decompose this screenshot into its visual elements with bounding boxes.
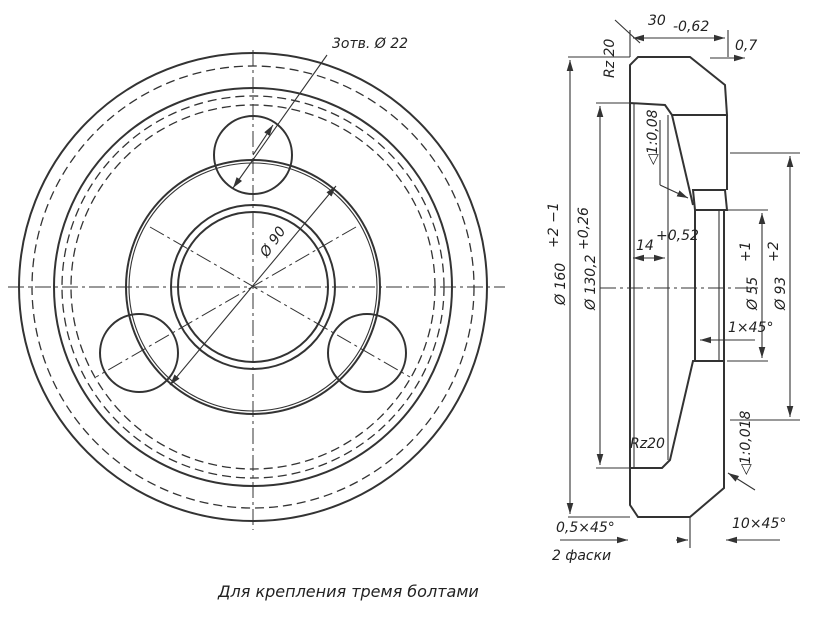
d160-label: Ø 160 xyxy=(553,263,569,306)
d93-label: Ø 93 xyxy=(773,277,789,311)
d160-tolerance: +2 −1 xyxy=(546,202,562,248)
holes-label: 3отв. Ø 22 xyxy=(332,36,408,52)
chamfer-left-label: 0,5×45° xyxy=(556,520,615,536)
lower-section-hatch xyxy=(629,360,725,518)
d130-label: Ø 130,2 xyxy=(583,254,599,311)
hidden-circle xyxy=(61,95,445,479)
rz-top-label: Rz 20 xyxy=(602,39,618,78)
taper-bottom-label: ◁1:0,018 xyxy=(738,410,754,475)
depth-label: 14 xyxy=(636,238,654,254)
diameter-90-label: Ø 90 xyxy=(257,224,290,261)
d55-tolerance: +1 xyxy=(738,241,754,262)
offset-label: 0,7 xyxy=(735,38,757,54)
step-inner-circle xyxy=(128,162,378,412)
bolt-hole xyxy=(99,313,179,393)
upper-section-hatch xyxy=(629,56,729,116)
hole-leader xyxy=(252,124,274,156)
bolt-hole xyxy=(327,313,407,393)
d93-tolerance: +2 xyxy=(766,241,782,262)
outer-circle xyxy=(18,52,488,522)
hidden-circle xyxy=(70,104,436,470)
taper-line xyxy=(671,114,694,206)
front-view: 3отв. Ø 22 Ø 90 xyxy=(8,36,505,530)
taper-top-label: ◁1:0,08 xyxy=(645,109,661,165)
depth-tolerance: +0,52 xyxy=(656,228,699,244)
d130-tolerance: +0,26 xyxy=(576,207,592,250)
taper-leader xyxy=(659,184,689,199)
hidden-circle xyxy=(31,65,475,509)
width-label: 30 xyxy=(648,13,666,29)
taper-leader xyxy=(727,472,756,491)
d55-label: Ø 55 xyxy=(745,277,761,311)
section-view: 30 -0,62 0,7 Rz 20 ◁1:0,08 ◁1:0,018 Ø 16… xyxy=(546,13,800,564)
caption: Для крепления тремя болтами xyxy=(217,582,479,601)
chamfer-right-label: 10×45° xyxy=(732,516,786,532)
hub-upper-hatch xyxy=(691,189,729,211)
hole-leader xyxy=(232,54,328,189)
chamfer-small-label: 1×45° xyxy=(728,320,773,336)
chamfer-count-label: 2 фаски xyxy=(552,548,611,564)
rz-leader xyxy=(614,19,641,44)
flange-circle xyxy=(53,87,453,487)
rz-bottom-label: Rz20 xyxy=(630,436,665,452)
width-tolerance: -0,62 xyxy=(673,19,709,35)
diameter-90-dimension xyxy=(169,185,337,386)
